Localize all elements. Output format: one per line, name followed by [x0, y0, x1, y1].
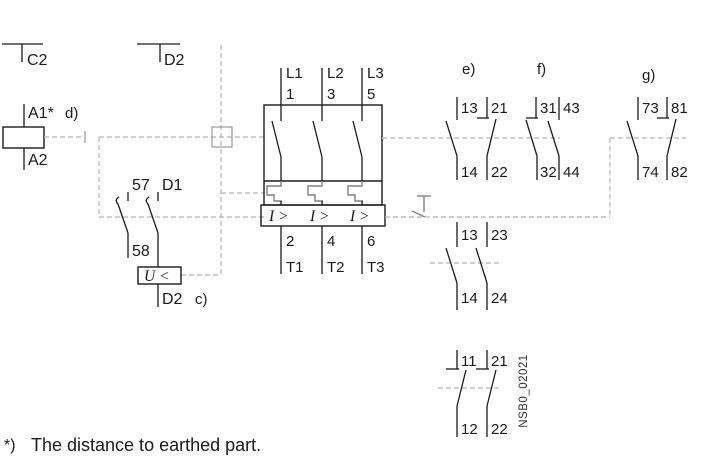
terminal-label: 24: [491, 290, 508, 307]
a1-label: A1*: [28, 105, 54, 122]
contact-blade: [666, 118, 677, 157]
pole-l3: L3 5 I > 6 T3: [347, 65, 385, 276]
aux-contact-block-e: e) 13 14 21 22: [445, 61, 508, 181]
terminal-d1-label: D1: [162, 177, 183, 194]
terminal-label: 73: [642, 100, 659, 117]
terminal-label: 12: [461, 421, 478, 438]
terminal-label: 31: [540, 100, 557, 117]
pole-out-terminal: 2: [286, 233, 294, 250]
aux-contact-block-f: f) 31 32 43 44: [525, 61, 580, 181]
terminal-label: 22: [491, 421, 508, 438]
overcurrent-trip-box: [260, 204, 386, 227]
mechanism-coupling-square: [211, 126, 233, 148]
pole-out-terminal: 6: [367, 233, 375, 250]
breaker-body: [263, 104, 383, 206]
contact-blade: [475, 247, 488, 284]
manual-trip-symbol: [411, 195, 431, 218]
pole-l1: L1 1 I > 2 T1: [266, 65, 304, 276]
contact-blade: [547, 120, 560, 157]
pole-out-terminal: 4: [327, 233, 335, 250]
coil-box: [2, 126, 45, 149]
terminal-label: 14: [461, 290, 478, 307]
shunt-release-coil: A1* d) A2: [2, 104, 86, 170]
latch-release-glyph: [266, 181, 282, 202]
pole-line-label: L2: [327, 65, 344, 82]
pole-t-label: T2: [327, 259, 345, 276]
pole-in-terminal: 5: [367, 86, 375, 103]
terminal-label: 23: [491, 227, 508, 244]
terminal-label: 22: [491, 164, 508, 181]
terminal-d2-label: D2: [162, 291, 183, 308]
signalling-contact-block: 13 14 23 24: [430, 222, 508, 310]
terminal-57-label: 57: [132, 177, 150, 194]
section-f-label: f): [537, 61, 546, 78]
d2-terminal-label: D2: [164, 52, 185, 69]
aux-contact-block-g: g) 73 74 81 82: [626, 67, 688, 181]
pole-blade: [271, 120, 282, 158]
pole-line-label: L1: [286, 65, 303, 82]
terminal-label: 74: [642, 164, 659, 181]
footnote-marker: *): [4, 437, 16, 454]
contact-blade: [445, 247, 458, 284]
overcurrent-symbol: I >: [349, 208, 370, 225]
a2-label: A2: [28, 152, 48, 169]
alarm-contact-block: 11 12 21 22: [438, 350, 508, 438]
mechanism-linkage-right: [382, 137, 686, 218]
contact-blade: [486, 118, 497, 157]
c2-terminal: C2: [2, 43, 48, 69]
section-e-label: e): [462, 61, 475, 78]
main-breaker: L1 1 I > 2 T1 L2 3 I > 4 T2: [260, 65, 386, 276]
section-g-label: g): [642, 67, 655, 84]
signal-contact-57-58: 57 58: [115, 177, 150, 260]
terminal-label: 81: [671, 100, 688, 117]
contact-blade: [626, 120, 639, 157]
terminal-label: 21: [491, 100, 508, 117]
footnote-text: The distance to earthed part.: [31, 435, 261, 455]
pole-t-label: T1: [286, 259, 304, 276]
undervoltage-symbol: U <: [144, 268, 170, 285]
terminal-label: 14: [461, 164, 478, 181]
terminal-58-label: 58: [132, 243, 150, 260]
terminal-label: 13: [461, 100, 478, 117]
terminal-label: 11: [461, 353, 477, 370]
terminal-label: 44: [563, 164, 580, 181]
latch-release-glyph: [347, 181, 363, 202]
terminal-label: 13: [461, 227, 478, 244]
terminal-label: 21: [491, 353, 508, 370]
terminal-label: 82: [671, 164, 688, 181]
contact-blade: [145, 196, 159, 234]
pole-blade: [352, 120, 363, 158]
mechanism-linkage-left: [98, 45, 264, 276]
undervoltage-release: D1 U < D2 c): [137, 177, 208, 308]
contact-blade: [115, 196, 129, 234]
pole-t-label: T3: [367, 259, 385, 276]
latch-release-glyph: [307, 181, 323, 202]
overcurrent-symbol: I >: [309, 208, 330, 225]
terminal-label: 32: [540, 164, 557, 181]
contact-blade: [445, 120, 458, 157]
pole-blade: [312, 120, 323, 158]
pole-in-terminal: 1: [286, 86, 294, 103]
undervoltage-coil-box: [137, 266, 182, 285]
pole-l2: L2 3 I > 4 T2: [307, 65, 345, 276]
contact-blade: [486, 369, 497, 407]
contact-blade: [525, 119, 538, 157]
distance-d-label: d): [65, 105, 78, 122]
contact-blade: [456, 369, 467, 407]
figure-id: NSB0_02021: [518, 354, 530, 427]
terminal-label: 43: [563, 100, 580, 117]
pole-in-terminal: 3: [327, 86, 335, 103]
d2-terminal: D2: [137, 43, 185, 69]
c2-terminal-label: C2: [27, 52, 48, 69]
pole-line-label: L3: [367, 65, 384, 82]
overcurrent-symbol: I >: [268, 208, 289, 225]
footnote: *) The distance to earthed part.: [4, 435, 261, 455]
section-c-label: c): [195, 291, 208, 308]
